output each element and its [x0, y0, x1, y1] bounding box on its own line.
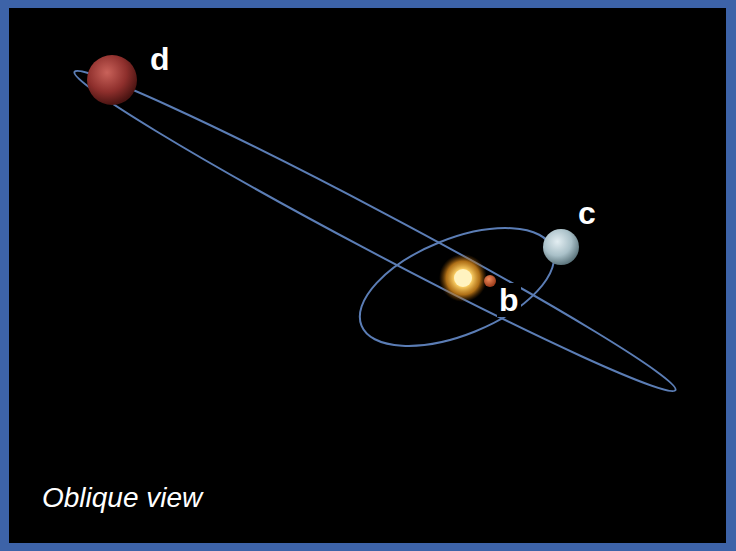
planet-label-box: d	[148, 42, 172, 76]
view-caption-box: Oblique view	[40, 483, 204, 513]
star	[439, 254, 487, 302]
planet-c	[543, 229, 579, 265]
planet-b	[484, 275, 496, 287]
planet-label-box: b	[497, 283, 521, 317]
planet-label: b	[497, 283, 521, 317]
view-caption: Oblique view	[40, 483, 204, 513]
planet-label: c	[576, 196, 598, 230]
outer-orbit	[65, 54, 685, 408]
planet-d	[87, 55, 137, 105]
planet-label-box: c	[576, 196, 598, 230]
star-core	[454, 269, 472, 287]
planet-label: d	[148, 42, 172, 76]
inner-orbit	[344, 204, 571, 370]
